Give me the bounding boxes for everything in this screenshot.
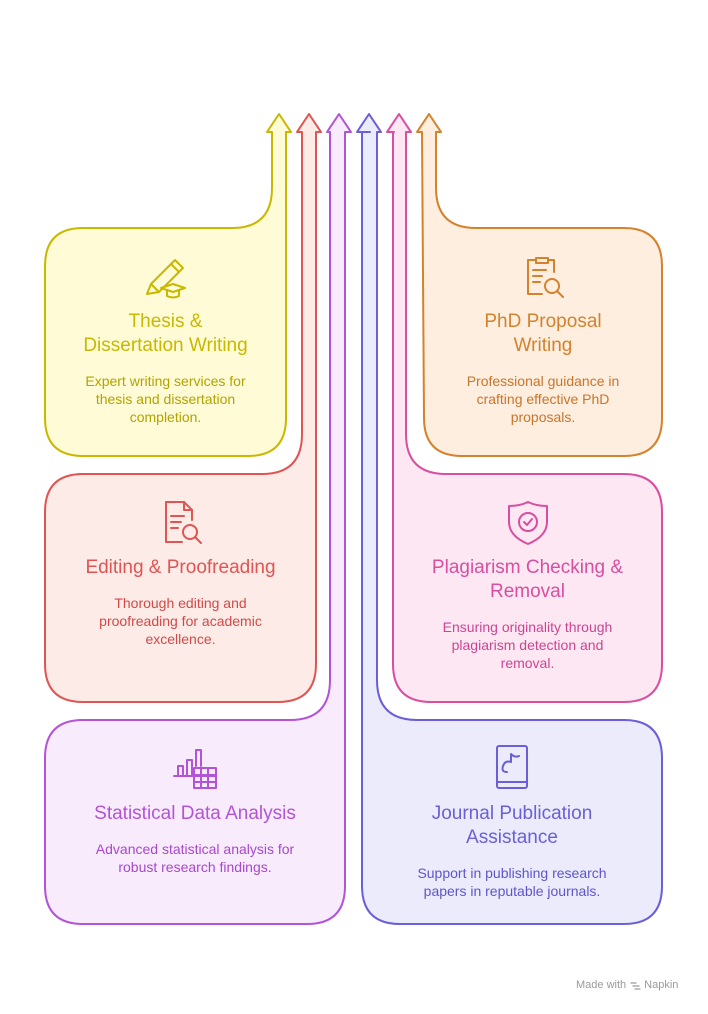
phd-title: PhD Proposal Writing bbox=[484, 311, 602, 356]
bar-chart-table-icon bbox=[173, 749, 217, 789]
made-with-label: Made with bbox=[576, 979, 627, 991]
plagiarism-description: Ensuring originality through plagiarism … bbox=[442, 619, 613, 671]
editing-title: Editing & Proofreading bbox=[85, 557, 276, 578]
phd-card: PhD Proposal Writing Professional guidan… bbox=[424, 250, 662, 426]
editing-description: Thorough editing and proofreading for ac… bbox=[99, 595, 262, 647]
plagiarism-flow-shape bbox=[386, 113, 663, 703]
journal-title: Journal Publication Assistance bbox=[431, 803, 593, 848]
stats-title: Statistical Data Analysis bbox=[94, 803, 296, 824]
thesis-description: Expert writing services for thesis and d… bbox=[85, 373, 246, 425]
shield-check-icon bbox=[507, 501, 548, 545]
journal-flow-shape bbox=[356, 113, 663, 925]
thesis-card: Thesis & Dissertation Writing Expert wri… bbox=[45, 250, 286, 426]
stats-flow-shape bbox=[44, 113, 352, 925]
clipboard-search-icon bbox=[527, 257, 564, 298]
editing-flow-shape bbox=[44, 113, 322, 703]
journal-description: Support in publishing research papers in… bbox=[417, 865, 607, 899]
footer-watermark: Made with Napkin bbox=[576, 979, 678, 991]
book-icon bbox=[496, 745, 528, 789]
phd-flow-shape bbox=[416, 113, 663, 457]
napkin-brand: Napkin bbox=[630, 979, 678, 991]
plagiarism-card: Plagiarism Checking & Removal Ensuring o… bbox=[393, 496, 662, 672]
phd-description: Professional guidance in crafting effect… bbox=[466, 373, 620, 425]
napkin-label: Napkin bbox=[644, 979, 679, 991]
document-search-icon bbox=[164, 501, 202, 544]
stats-description: Advanced statistical analysis for robust… bbox=[95, 841, 295, 875]
napkin-logo-icon bbox=[630, 981, 641, 990]
thesis-title: Thesis & Dissertation Writing bbox=[83, 311, 248, 356]
editing-card: Editing & Proofreading Thorough editing … bbox=[45, 496, 316, 648]
stats-card: Statistical Data Analysis Advanced stati… bbox=[45, 742, 345, 876]
plagiarism-title: Plagiarism Checking & Removal bbox=[431, 557, 624, 602]
journal-card: Journal Publication Assistance Support i… bbox=[362, 742, 662, 900]
pencil-graduation-cap-icon bbox=[145, 259, 186, 299]
